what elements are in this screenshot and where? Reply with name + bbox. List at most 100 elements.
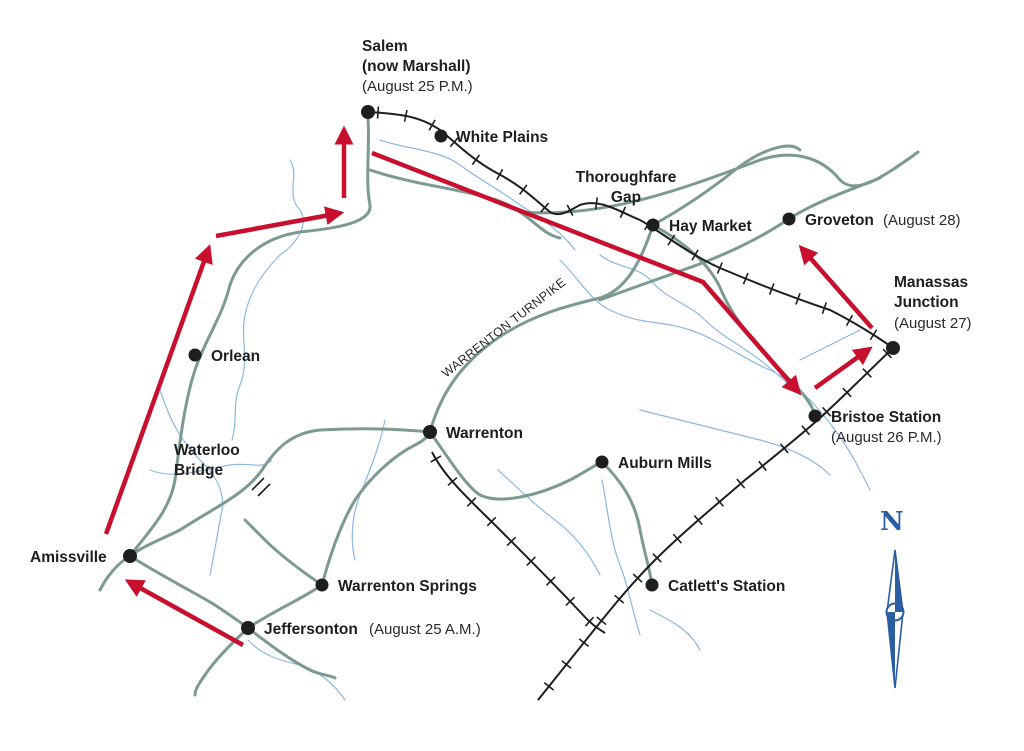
- route-arrow-jeffersonton-amissville: [124, 579, 245, 647]
- manassas-date-label: (August 27): [894, 315, 972, 332]
- compass-needle-icon: [885, 549, 905, 689]
- road-jeffersonton-springs: [246, 583, 324, 630]
- warrenton-turnpike-label: WARRENTON TURNPIKE: [439, 275, 568, 380]
- auburn-mills-label: Auburn Mills: [618, 455, 712, 472]
- railroad-tie: [430, 455, 442, 463]
- road-warrenton-west: [128, 427, 432, 558]
- railroad-warrenton-branch: [431, 451, 606, 634]
- railroad-tie: [596, 616, 607, 626]
- hay-market-marker: [646, 218, 660, 232]
- river-upper-east: [599, 254, 801, 396]
- warrenton-springs-label: Warrenton Springs: [338, 578, 477, 595]
- river-manassas: [799, 329, 861, 361]
- road-jeffersonton-sw: [193, 626, 250, 697]
- railroad-tie: [862, 368, 872, 378]
- jeffersonton-label: Jeffersonton: [264, 621, 358, 638]
- warrenton-springs-marker: [315, 578, 329, 592]
- amissville-label: Amissville: [30, 549, 107, 566]
- road-haymarket-north: [651, 144, 802, 227]
- railroad-tie: [619, 206, 627, 219]
- railroad-tie: [758, 460, 767, 472]
- rivers: [149, 139, 871, 701]
- route-arrow-bristoe-manassas: [813, 346, 873, 390]
- railroad-tie: [471, 154, 481, 166]
- railroad-orange-alexandria: [537, 347, 894, 701]
- railroad-tie: [518, 184, 528, 195]
- road-warrenton-auburn: [428, 430, 604, 501]
- railroad-tie: [821, 302, 828, 315]
- railroad-tie: [561, 660, 572, 669]
- railroad-tie: [578, 638, 590, 648]
- road-warrenton-turnpike: [428, 223, 655, 434]
- catletts-label: Catlett's Station: [668, 578, 785, 595]
- road-thoroughfare: [518, 150, 920, 215]
- town-markers: [123, 105, 900, 635]
- railroad-tie: [768, 283, 775, 295]
- railroad-tie: [566, 204, 574, 217]
- railroad-tie: [822, 406, 832, 417]
- railroad-tie: [614, 594, 625, 604]
- railroad-tie: [693, 515, 703, 526]
- road-jeffersonton-east: [246, 626, 337, 680]
- river-west-branch: [159, 389, 224, 576]
- waterloo-label-line2: Bridge: [174, 462, 223, 479]
- railroad-tie: [714, 496, 725, 507]
- railroad-tie: [584, 616, 595, 627]
- road-salem-east: [368, 168, 562, 240]
- railroad-tie: [652, 553, 662, 563]
- bristoe-label: Bristoe Station: [831, 409, 941, 426]
- railroad-tie: [506, 536, 517, 547]
- road-auburn-catlett: [600, 460, 654, 587]
- waterloo-bridge-symbol: [251, 477, 271, 497]
- river-waterloo: [149, 459, 273, 475]
- railroad-tie: [466, 497, 477, 507]
- route-arrow-salem-to-bristoe: [371, 150, 802, 396]
- railroad-tie: [526, 556, 536, 567]
- railroad-tie: [447, 476, 458, 487]
- amissville-marker: [123, 549, 137, 563]
- jeffersonton-date-label: (August 25 A.M.): [369, 621, 481, 638]
- railroad-tie: [842, 387, 852, 398]
- groveton-label: Groveton: [805, 212, 874, 229]
- auburn-mills-marker: [595, 455, 609, 469]
- railroad-tie: [594, 197, 599, 210]
- railroad-tie: [403, 109, 408, 122]
- railroad-ticks: [376, 106, 892, 691]
- white-plains-label: White Plains: [456, 129, 548, 146]
- railroad-tie: [801, 425, 811, 436]
- railroad-tie: [376, 106, 380, 119]
- manassas-label-line1: Manassas: [894, 274, 968, 291]
- railroad-tie: [882, 348, 892, 359]
- white-plains-marker: [434, 129, 448, 143]
- railroad-tie: [565, 596, 576, 607]
- river-cedar-run: [639, 409, 831, 476]
- place-labels: Salem (now Marshall) (August 25 P.M.) Wh…: [30, 38, 972, 638]
- railroad-tie: [486, 516, 497, 527]
- railroad-tie: [672, 533, 683, 544]
- railroad-tie: [545, 576, 556, 586]
- road-amissville-south: [128, 554, 250, 630]
- railroad-tie: [496, 168, 504, 181]
- railroad-manassas-gap: [369, 111, 894, 349]
- railroad-tie: [543, 682, 555, 691]
- roads: [98, 116, 920, 697]
- railroad-tie: [869, 329, 878, 341]
- railroad-tie: [742, 272, 749, 285]
- railroads: [369, 111, 894, 701]
- railroad-tie: [779, 443, 789, 454]
- railroad-tie: [540, 202, 550, 213]
- compass: N: [880, 507, 905, 689]
- manassas-label-line2: Junction: [894, 294, 959, 311]
- river-auburn: [601, 479, 641, 636]
- jeffersonton-marker: [241, 621, 255, 635]
- river-rappahannock-south: [247, 639, 346, 701]
- catletts-marker: [645, 578, 659, 592]
- route-arrow-amissville-north: [103, 244, 213, 535]
- groveton-marker: [782, 212, 796, 226]
- railroad-tie: [795, 292, 801, 305]
- waterloo-label-line1: Waterloo: [174, 442, 240, 459]
- route-arrows: [103, 125, 874, 647]
- warrenton-marker: [423, 425, 437, 439]
- route-arrow-manassas-groveton: [798, 244, 874, 330]
